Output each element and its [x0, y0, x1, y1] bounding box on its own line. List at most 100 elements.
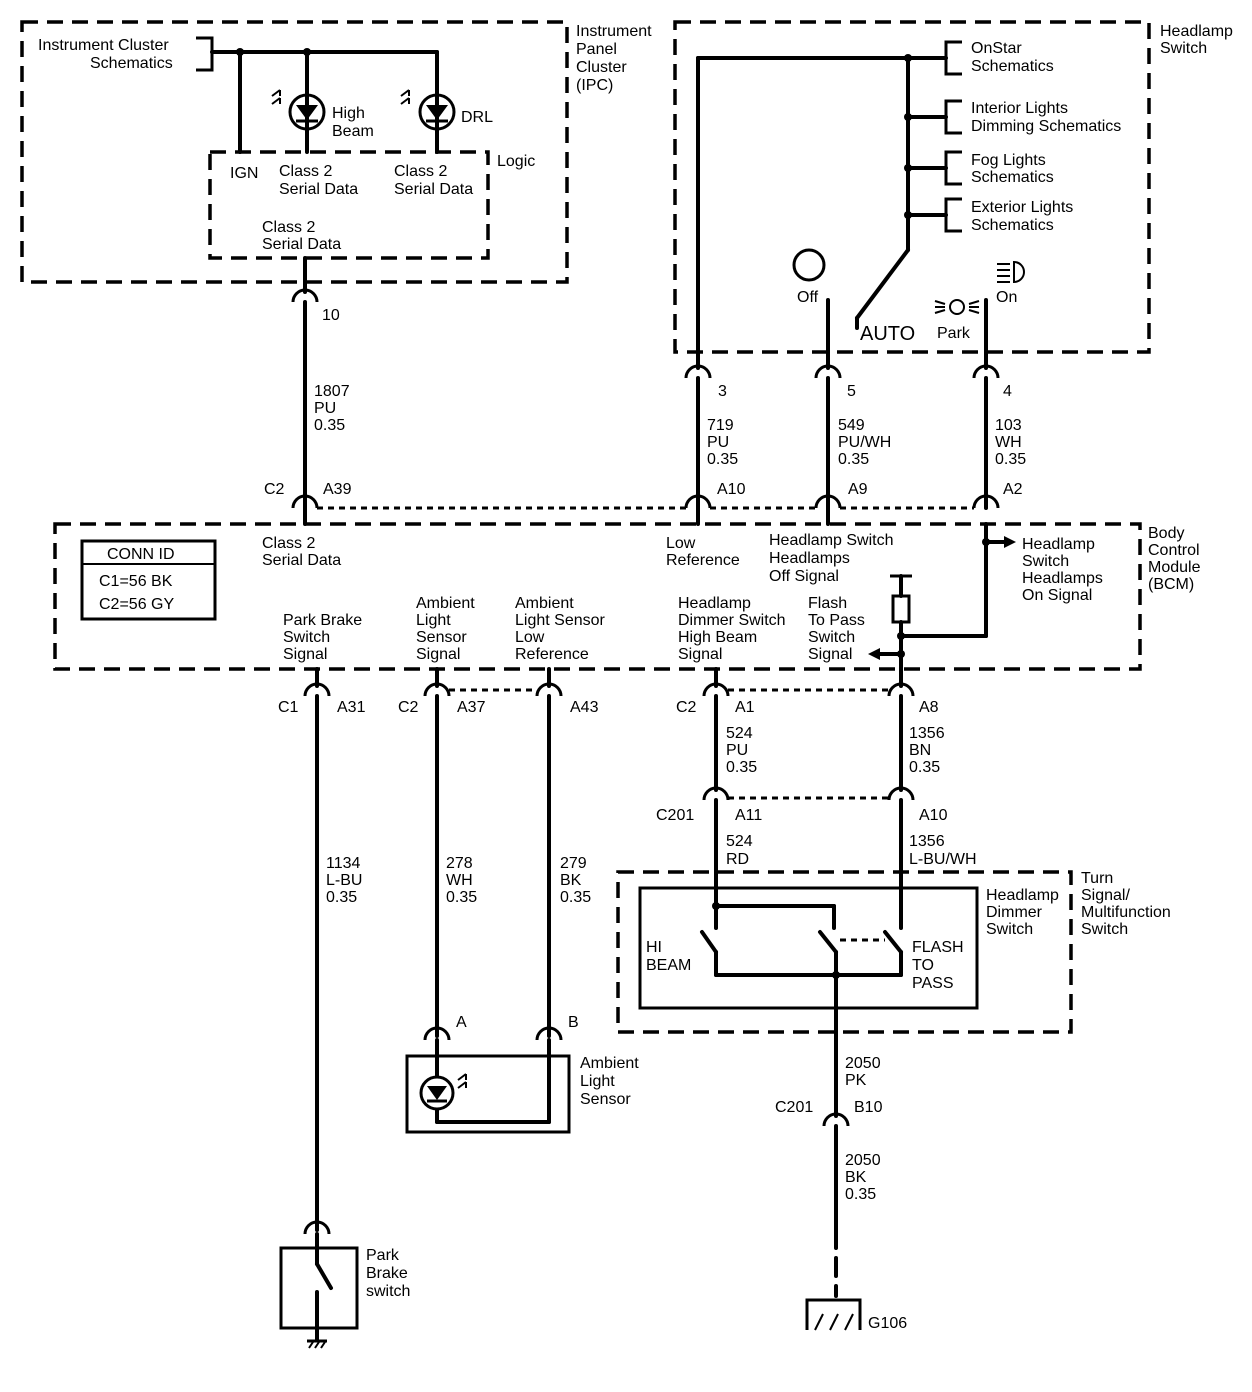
wire-719-color: PU [707, 434, 729, 451]
logic-boundary [208, 150, 490, 260]
bcm-dimmer-3: High Beam [678, 629, 757, 646]
conn-id-box [80, 539, 217, 621]
ign-label: IGN [230, 165, 258, 182]
c1-label: C1 [278, 699, 299, 716]
a10-label: A10 [717, 481, 746, 498]
pin-a-label: A [456, 1014, 467, 1031]
bcm-hs-on-arrow-icon [1004, 536, 1016, 548]
onstar-ref-2: Schematics [971, 58, 1054, 75]
a11-label: A11 [735, 807, 762, 824]
connector-pin-a [423, 1026, 451, 1041]
a39-label: A39 [323, 481, 352, 498]
park-label: Park [937, 325, 971, 342]
dimmer-title-3: Switch [986, 921, 1033, 938]
park-brake-label-3: switch [366, 1283, 410, 1300]
wire-524a-gauge: 0.35 [726, 759, 757, 776]
ipc-title-1: Instrument [576, 23, 652, 40]
bcm-ambient-low-1: Ambient [515, 595, 574, 612]
flash-contact [883, 930, 903, 954]
bcm-hs-off-1: Headlamp Switch [769, 532, 894, 549]
headlamp-on-icon [997, 260, 1025, 284]
conn-id-c1: C1=56 BK [99, 573, 173, 590]
bcm-hs-on-1: Headlamp [1022, 536, 1095, 553]
wire-278-gauge: 0.35 [446, 889, 477, 906]
wire-1134-gauge: 0.35 [326, 889, 357, 906]
ambient-sensor-box [405, 1054, 571, 1134]
connector-a1 [702, 682, 730, 697]
connector-a11 [702, 786, 730, 801]
park-brake-label-2: Brake [366, 1265, 408, 1282]
connector-10 [291, 288, 319, 303]
c2-right-label: C2 [676, 699, 697, 716]
ground-icon [805, 1298, 862, 1331]
turn-signal-title-2: Signal/ [1081, 887, 1130, 904]
bcm-flash-3: Switch [808, 629, 855, 646]
bcm-flash-2: To Pass [808, 612, 865, 629]
connector-5 [814, 364, 842, 379]
wire-524a-color: PU [726, 742, 748, 759]
onstar-ref-1: OnStar [971, 40, 1022, 57]
bcm-hs-on-2: Switch [1022, 553, 1069, 570]
c201-b-label: C201 [775, 1099, 813, 1116]
wire-1134-num: 1134 [326, 855, 361, 872]
bcm-low-ref-2: Reference [666, 552, 740, 569]
connector-a37 [423, 682, 451, 697]
ipc-class2-c-1: Class 2 [262, 219, 315, 236]
bcm-ambient-sig-1: Ambient [416, 595, 475, 612]
ambient-sensor-label-2: Light [580, 1073, 615, 1090]
bcm-hs-on-3: Headlamps [1022, 570, 1103, 587]
headlamp-switch-title-2: Switch [1160, 40, 1207, 57]
ipc-boundary [20, 20, 569, 284]
dimmer-title-2: Dimmer [986, 904, 1043, 921]
wire-549-num: 549 [838, 417, 865, 434]
wire-549-gauge: 0.35 [838, 451, 869, 468]
wire-279-gauge: 0.35 [560, 889, 591, 906]
turn-signal-title-4: Switch [1081, 921, 1128, 938]
ipc-title-4: (IPC) [576, 77, 613, 94]
bcm-ambient-sig-4: Signal [416, 646, 460, 663]
bcm-dimmer-2: Dimmer Switch [678, 612, 786, 629]
pin-b-label: B [568, 1014, 579, 1031]
fog-bracket [944, 150, 962, 186]
wire-2050b-gauge: 0.35 [845, 1186, 876, 1203]
high-beam-label-1: High [332, 105, 365, 122]
bcm-flash-1: Flash [808, 595, 847, 612]
ipc-class2-a-1: Class 2 [279, 163, 332, 180]
hs-junction [904, 54, 912, 62]
bcm-title-3: Module [1148, 559, 1201, 576]
park-brake-switch [279, 1232, 359, 1349]
ipc-class2-b-2: Serial Data [394, 181, 473, 198]
ground-label: G106 [868, 1315, 907, 1332]
wire-1356b-num: 1356 [909, 833, 945, 850]
flash-pass-label-3: PASS [912, 975, 954, 992]
flash-arrow-icon [868, 648, 880, 660]
conn-id-c2: C2=56 GY [99, 596, 174, 613]
parking-lamp-icon [934, 299, 980, 315]
hs-junction [904, 164, 912, 172]
connector-a9 [814, 494, 842, 509]
ipc-class2-c-2: Serial Data [262, 236, 341, 253]
wire-103-num: 103 [995, 417, 1022, 434]
connector-a8 [887, 682, 915, 697]
chassis-ground-icon [307, 1339, 327, 1349]
photodiode-icon [419, 1073, 467, 1111]
hi-beam-contact [700, 930, 718, 954]
bcm-ambient-sig-2: Light [416, 612, 451, 629]
wire-103-gauge: 0.35 [995, 451, 1026, 468]
wire-719-num: 719 [707, 417, 734, 434]
pin-5-label: 5 [847, 383, 856, 400]
wire-2050a-num: 2050 [845, 1055, 881, 1072]
bcm-boundary [53, 522, 1142, 671]
fog-ref-1: Fog Lights [971, 152, 1046, 169]
pin-4-label: 4 [1003, 383, 1012, 400]
auto-label: AUTO [860, 323, 915, 345]
wire-2050b-num: 2050 [845, 1152, 881, 1169]
headlamp-switch-title-1: Headlamp [1160, 23, 1233, 40]
connector-4 [972, 364, 1000, 379]
wire-1807-gauge: 0.35 [314, 417, 345, 434]
ambient-sensor-label-1: Ambient [580, 1055, 639, 1072]
connector-a10 [684, 494, 712, 509]
drl-label: DRL [461, 109, 493, 126]
pin-10-label: 10 [322, 307, 340, 324]
